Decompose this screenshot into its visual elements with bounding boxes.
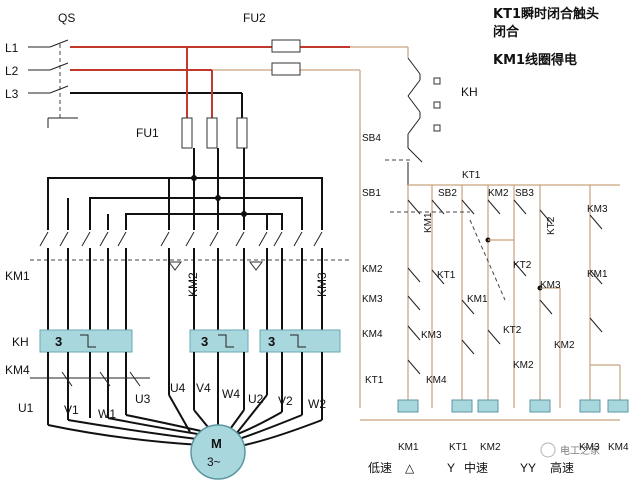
kt1-left-label: KT1 bbox=[365, 375, 384, 386]
v1-label: V1 bbox=[64, 403, 79, 417]
km3-left-label: KM3 bbox=[362, 294, 383, 305]
kt2-mid-label: KT2 bbox=[513, 260, 532, 271]
l1-label: L1 bbox=[5, 41, 19, 55]
fu2-fuses bbox=[271, 39, 301, 76]
motor: M 3~ bbox=[190, 424, 246, 480]
km4-mid-label: KM4 bbox=[426, 375, 447, 386]
km1-control-label: KM1 bbox=[423, 212, 434, 233]
kt1-top-label: KT1 bbox=[462, 170, 481, 181]
bus-bars bbox=[47, 175, 323, 230]
sb4-label: SB4 bbox=[362, 133, 381, 144]
l2-label: L2 bbox=[5, 64, 19, 78]
note-line-3: KM1线圈得电 bbox=[493, 52, 577, 68]
w1-label: W1 bbox=[98, 407, 116, 421]
kh-block-label-2: 3 bbox=[201, 334, 208, 349]
u4-label: U4 bbox=[170, 381, 186, 395]
km2-lower-label: KM2 bbox=[513, 360, 534, 371]
km1-right-label: KM1 bbox=[587, 269, 608, 280]
kt2-control-label: KT2 bbox=[546, 216, 557, 235]
u3-label: U3 bbox=[135, 392, 151, 406]
supply-lines bbox=[28, 39, 408, 128]
km1-mid2-label: KM1 bbox=[467, 294, 488, 305]
motor-m-label: M bbox=[211, 436, 222, 451]
kh-blocks: 3 3 3 bbox=[39, 329, 341, 353]
main-contacts bbox=[30, 231, 350, 271]
u1-label: U1 bbox=[18, 401, 34, 415]
fu2-label: FU2 bbox=[243, 11, 266, 25]
sb3-label: SB3 bbox=[515, 188, 534, 199]
km3-mid-left-label: KM3 bbox=[421, 330, 442, 341]
km2-control-label: KM2 bbox=[488, 188, 509, 199]
sb1-label: SB1 bbox=[362, 188, 381, 199]
coil-labels: KM1 KT1 KM2 KM3 KM4 bbox=[398, 442, 629, 453]
control-wiring bbox=[359, 47, 621, 421]
km2-right-label: KM2 bbox=[554, 340, 575, 351]
km3-mid-label: KM3 bbox=[540, 280, 561, 291]
coil-km3-label: KM3 bbox=[579, 442, 600, 453]
sb2-label: SB2 bbox=[438, 188, 457, 199]
control-labels: KH SB4 KT1 SB1 SB2 KM2 SB3 KM3 KM1 KT2 K… bbox=[362, 85, 608, 386]
km3-control-label: KM3 bbox=[587, 204, 608, 215]
km2-left-label: KM2 bbox=[362, 264, 383, 275]
high-speed-symbol: YY bbox=[520, 461, 536, 475]
qs-label: QS bbox=[58, 11, 75, 25]
kh-main-label: KH bbox=[12, 335, 29, 349]
kt1-mid-label: KT1 bbox=[437, 270, 456, 281]
coil-kt1-label: KT1 bbox=[449, 442, 468, 453]
fu1-drops bbox=[181, 47, 248, 214]
km4-main-label: KM4 bbox=[5, 363, 30, 377]
watermark: 电工之家 bbox=[540, 442, 600, 458]
power-labels: QS FU2 L1 L2 L3 FU1 KM1 KM2 KM3 KH KM4 U… bbox=[5, 11, 329, 421]
kh-control-label: KH bbox=[461, 85, 478, 99]
mid-speed-symbol: Y bbox=[447, 461, 455, 475]
power-runs bbox=[47, 248, 323, 395]
kt2-lower-label: KT2 bbox=[503, 325, 522, 336]
kh-block-label-1: 3 bbox=[55, 334, 62, 349]
coil-km2-label: KM2 bbox=[480, 442, 501, 453]
watermark-text: 电工之家 bbox=[560, 444, 600, 457]
km4-left-label: KM4 bbox=[362, 329, 383, 340]
speed-row: 低速 △ Y 中速 YY 高速 bbox=[368, 460, 574, 475]
km3-main-label: KM3 bbox=[315, 272, 329, 297]
note-line-2: 闭合 bbox=[493, 24, 520, 40]
w2-label: W2 bbox=[308, 397, 326, 411]
l3-label: L3 bbox=[5, 87, 19, 101]
km2-main-label: KM2 bbox=[186, 272, 200, 297]
coil-km1-label: KM1 bbox=[398, 442, 419, 453]
coil-km4-label: KM4 bbox=[608, 442, 629, 453]
u2-label: U2 bbox=[248, 392, 264, 406]
low-speed-label: 低速 bbox=[368, 461, 392, 475]
mid-speed-label: 中速 bbox=[464, 460, 488, 475]
kh-block-label-3: 3 bbox=[268, 334, 275, 349]
v4-label: V4 bbox=[196, 381, 211, 395]
w4-label: W4 bbox=[222, 387, 240, 401]
fu1-label: FU1 bbox=[136, 126, 159, 140]
high-speed-label: 高速 bbox=[550, 460, 574, 475]
km1-main-label: KM1 bbox=[5, 269, 30, 283]
motor-phase-label: 3~ bbox=[207, 455, 221, 469]
annotation-note: KT1瞬时闭合触头 闭合 KM1线圈得电 bbox=[493, 6, 599, 68]
coils bbox=[397, 399, 629, 413]
note-line-1: KT1瞬时闭合触头 bbox=[493, 6, 599, 22]
low-speed-symbol: △ bbox=[405, 461, 415, 475]
v2-label: V2 bbox=[278, 394, 293, 408]
